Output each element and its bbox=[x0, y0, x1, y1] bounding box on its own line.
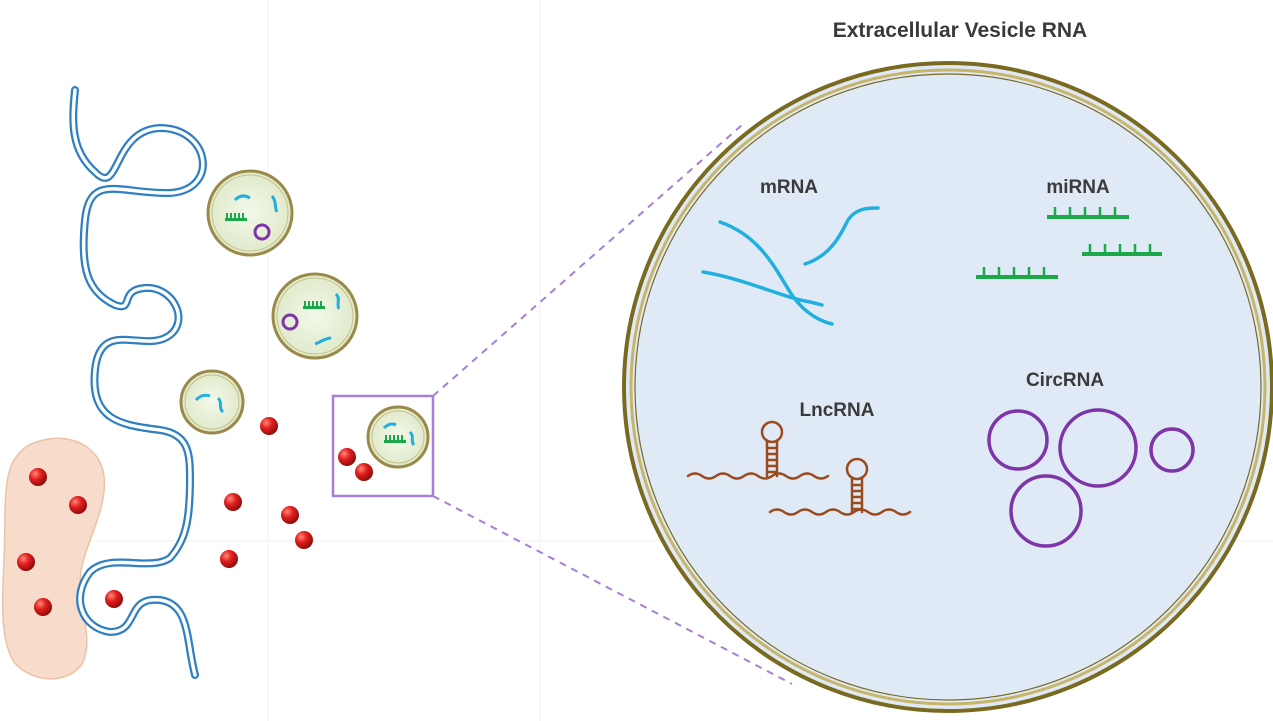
particle bbox=[338, 448, 356, 466]
particle bbox=[17, 553, 35, 571]
vesicle-3 bbox=[179, 369, 245, 435]
mrna-label: mRNA bbox=[760, 177, 818, 198]
particle bbox=[224, 493, 242, 511]
circrna-label: CircRNA bbox=[1026, 370, 1104, 391]
vesicle-2 bbox=[271, 272, 359, 360]
lncrna-strands bbox=[686, 420, 912, 516]
zoom-selection-box bbox=[331, 394, 435, 498]
particle bbox=[34, 598, 52, 616]
diagram-title: Extracellular Vesicle RNA bbox=[833, 19, 1087, 42]
zoom-lines bbox=[432, 124, 793, 685]
lncrna-label: LncRNA bbox=[800, 400, 875, 421]
particle bbox=[69, 496, 87, 514]
mirna-strands bbox=[976, 207, 1162, 279]
particle bbox=[105, 590, 123, 608]
particle bbox=[295, 531, 313, 549]
ev-zoom-circle bbox=[622, 61, 1273, 713]
mirna-label: miRNA bbox=[1046, 177, 1110, 198]
particle bbox=[260, 417, 278, 435]
circrna-rings bbox=[987, 408, 1195, 548]
particle bbox=[29, 468, 47, 486]
particle bbox=[281, 506, 299, 524]
particles bbox=[17, 417, 373, 616]
mrna-strands bbox=[701, 206, 880, 326]
cell-membrane bbox=[69, 86, 207, 679]
vesicle-1 bbox=[206, 169, 294, 257]
particle bbox=[220, 550, 238, 568]
vesicle-zoom-source bbox=[366, 405, 430, 469]
particle bbox=[355, 463, 373, 481]
